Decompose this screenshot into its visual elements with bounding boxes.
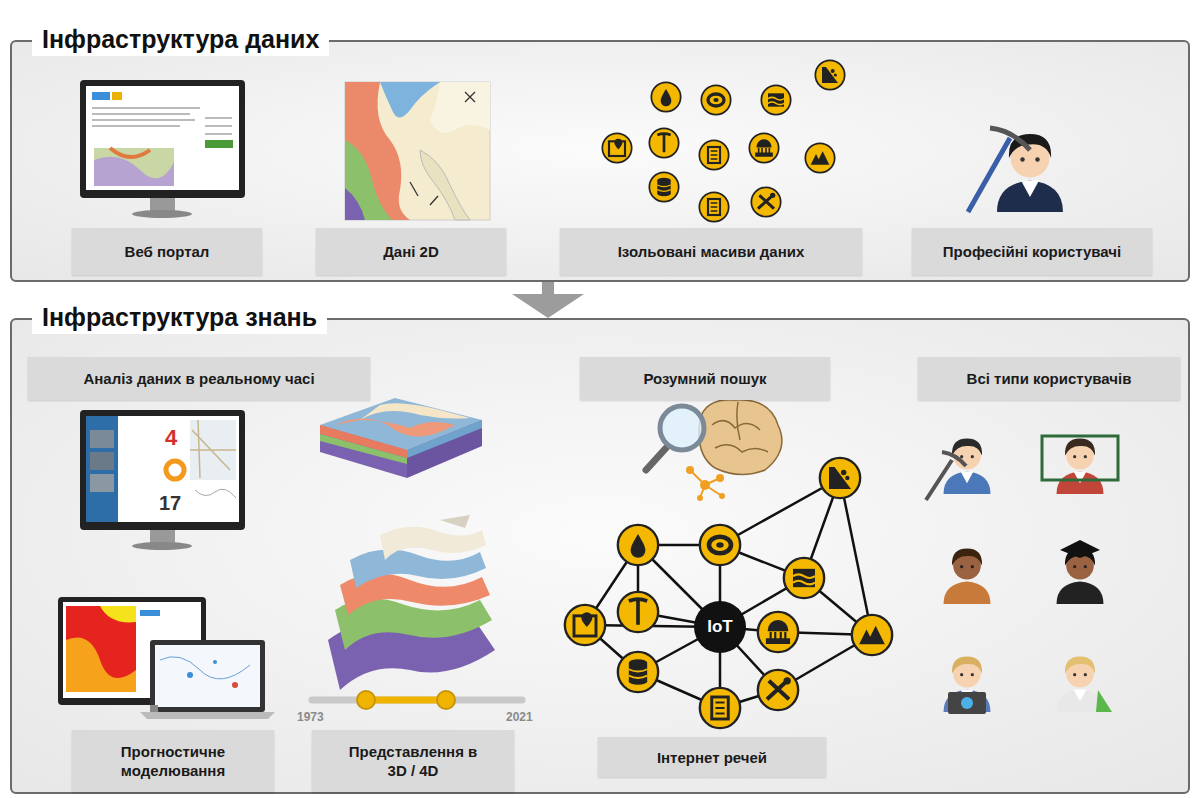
dashboard-number: 4 — [165, 425, 177, 451]
caption-box: Всі типи користувачів — [918, 357, 1180, 400]
caption-box: Представлення в 3D / 4D — [312, 730, 514, 792]
exploded-layers-4d — [328, 515, 495, 690]
panel-title: Інфраструктура знань — [32, 300, 327, 334]
timeline-year: 1973 — [297, 710, 324, 724]
caption-box: Розумний пошук — [580, 357, 830, 400]
infrastructure-panel: Інфраструктура данихВеб порталДані 2DІзо… — [10, 40, 1190, 282]
caption-text: Розумний пошук — [635, 369, 774, 388]
panel-title: Інфраструктура даних — [32, 22, 329, 56]
caption-text: Аналіз даних в реальному часі — [75, 369, 322, 388]
geologist-figure — [968, 128, 1063, 212]
timeline-year: 2021 — [506, 710, 533, 724]
caption-box: Веб портал — [72, 228, 262, 275]
iot-network — [565, 458, 892, 728]
geological-map-2d — [345, 82, 490, 220]
iot-hub-circle: IoT — [694, 601, 746, 653]
caption-box: Професійні користувачі — [912, 228, 1152, 275]
dashboard-number: 17 — [159, 492, 181, 515]
caption-text: Веб портал — [117, 242, 218, 261]
predictive-model-screens — [58, 597, 275, 719]
panel-ground — [10, 40, 1190, 794]
caption-text: Представлення в 3D / 4D — [312, 742, 514, 780]
caption-box: Дані 2D — [316, 228, 506, 275]
caption-text: Всі типи користувачів — [959, 369, 1140, 388]
caption-box: Прогностичне моделювання — [72, 730, 274, 792]
caption-box: Аналіз даних в реальному часі — [28, 357, 370, 400]
timeline-slider — [312, 691, 522, 709]
caption-box: Інтернет речей — [598, 737, 826, 777]
caption-text: Прогностичне моделювання — [72, 742, 274, 780]
caption-text: Ізольовані масиви даних — [610, 242, 813, 261]
isolated-data-icons — [602, 60, 844, 221]
smart-search-icon — [646, 400, 782, 501]
caption-text: Професійні користувачі — [935, 242, 1129, 261]
web-portal-monitor — [80, 80, 245, 218]
flow-arrow — [512, 282, 584, 318]
caption-text: IoT — [707, 617, 733, 637]
caption-text: Інтернет речей — [649, 748, 775, 767]
arrow-shaft — [542, 282, 554, 296]
caption-text: Дані 2D — [375, 242, 447, 261]
arrow-head — [512, 294, 584, 318]
geological-block-3d — [320, 398, 482, 478]
caption-box: Ізольовані масиви даних — [560, 228, 862, 275]
dashboard-monitor — [80, 410, 245, 550]
infrastructure-panel: Інфраструктура знаньАналіз даних в реаль… — [10, 318, 1190, 794]
user-figures — [926, 436, 1118, 714]
